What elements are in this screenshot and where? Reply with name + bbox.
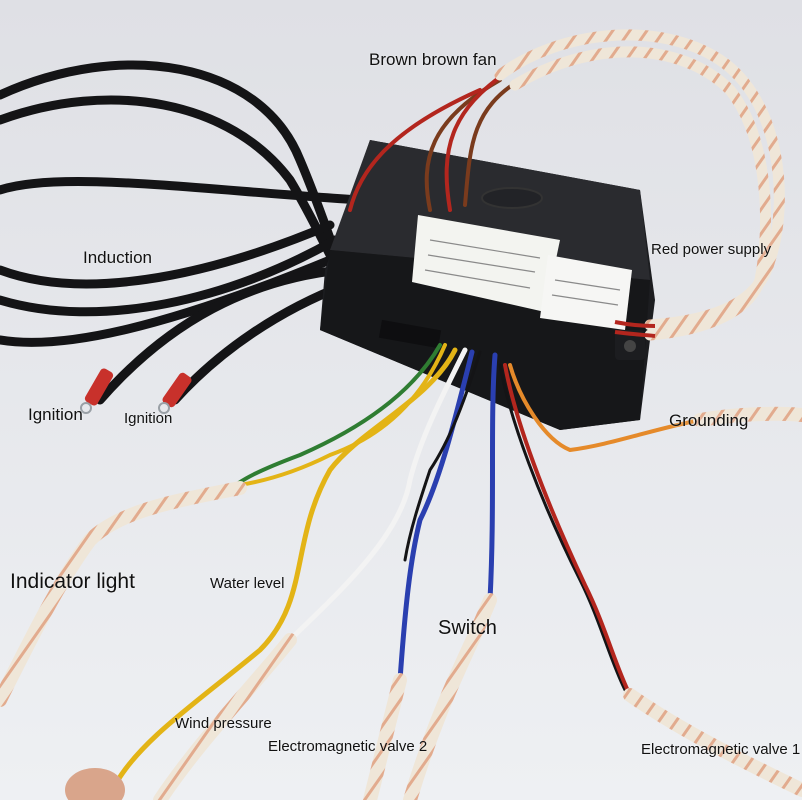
- fingertip: [65, 768, 125, 800]
- power-wires: [614, 320, 656, 338]
- label-switch: Switch: [438, 617, 497, 639]
- spec-label: [412, 215, 560, 312]
- lower-wires: [112, 343, 702, 788]
- label-brown-fan: Brown brown fan: [369, 50, 497, 69]
- label-grounding: Grounding: [669, 411, 749, 430]
- black-cables: [0, 60, 365, 405]
- ignition-connectors: [80, 368, 192, 414]
- label-ignition-right: Ignition: [124, 410, 173, 427]
- label-water-level: Water level: [210, 575, 285, 592]
- label-valve-2: Electromagnetic valve 2: [268, 738, 428, 755]
- label-ignition-left: Ignition: [28, 405, 83, 424]
- lower-sleeves: [0, 406, 802, 800]
- control-box: [320, 140, 655, 430]
- fan-wires: [348, 68, 522, 212]
- label-red-power-supply: Red power supply: [651, 241, 772, 258]
- label-wind-pressure: Wind pressure: [175, 715, 272, 732]
- sleeve-loop-top: [494, 29, 785, 341]
- label-induction: Induction: [83, 248, 152, 267]
- label-indicator-light: Indicator light: [10, 570, 135, 593]
- label-valve-1: Electromagnetic valve 1: [641, 741, 801, 758]
